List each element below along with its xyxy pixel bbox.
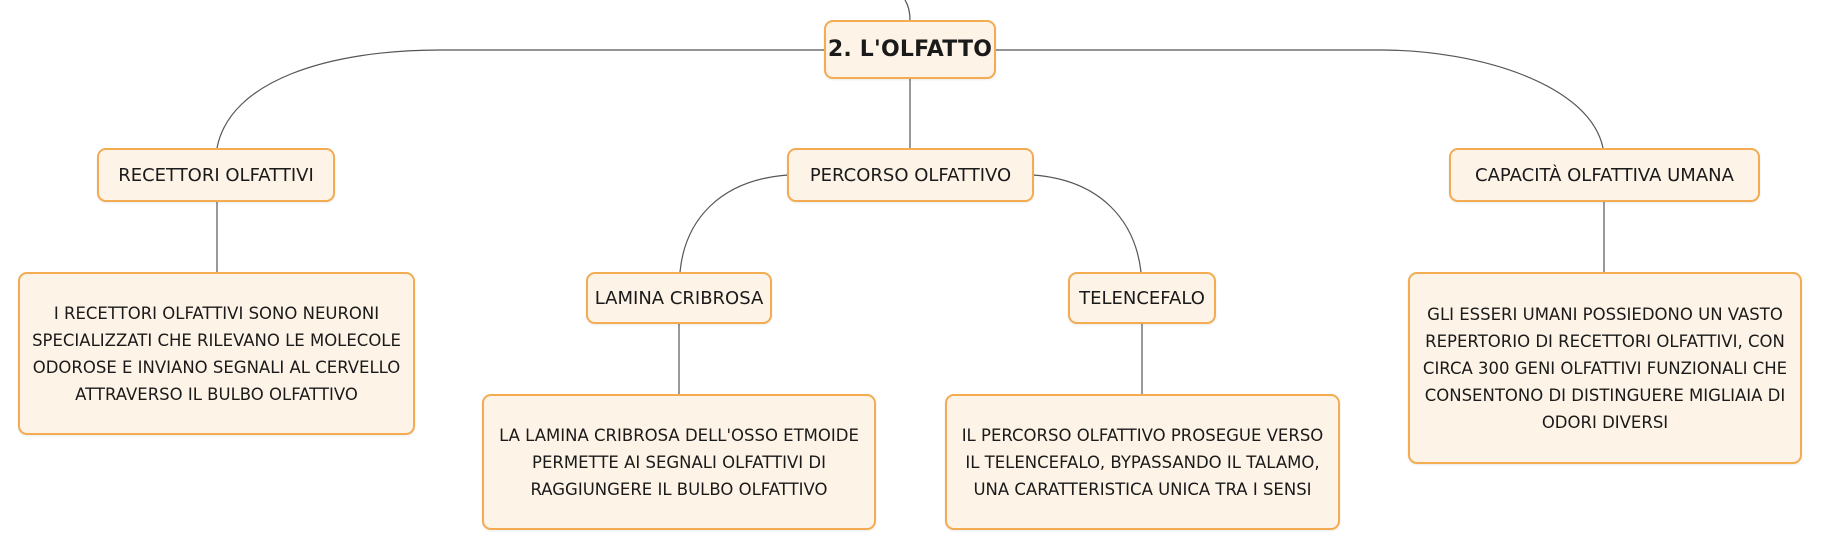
root-label: 2. L'OLFATTO — [827, 37, 993, 62]
topic-recettori-label: RECETTORI OLFATTIVI — [118, 164, 314, 186]
connector-percorso-to-lamina — [679, 174, 789, 273]
connector-root-to-capacita — [996, 49, 1604, 149]
topic-capacita-label: CAPACITÀ OLFATTIVA UMANA — [1475, 164, 1734, 186]
topic-capacita-olfattiva[interactable]: CAPACITÀ OLFATTIVA UMANA — [1449, 148, 1760, 202]
detail-telencefalo-text: IL PERCORSO OLFATTIVO PROSEGUE VERSO IL … — [961, 425, 1324, 499]
topic-telencefalo[interactable]: TELENCEFALO — [1068, 272, 1216, 324]
detail-capacita-text: GLI ESSERI UMANI POSSIEDONO UN VASTO REP… — [1422, 304, 1788, 432]
topic-lamina-label: LAMINA CRIBROSA — [594, 287, 764, 309]
detail-recettori[interactable]: I RECETTORI OLFATTIVI SONO NEURONI SPECI… — [18, 272, 415, 435]
detail-lamina-text: LA LAMINA CRIBROSA DELL'OSSO ETMOIDE PER… — [499, 425, 859, 499]
topic-percorso-olfattivo[interactable]: PERCORSO OLFATTIVO — [787, 148, 1034, 202]
detail-capacita[interactable]: GLI ESSERI UMANI POSSIEDONO UN VASTO REP… — [1408, 272, 1802, 464]
detail-telencefalo[interactable]: IL PERCORSO OLFATTIVO PROSEGUE VERSO IL … — [945, 394, 1340, 530]
topic-recettori-olfattivi[interactable]: RECETTORI OLFATTIVI — [97, 148, 335, 202]
topic-telencefalo-label: TELENCEFALO — [1079, 287, 1205, 309]
connector-percorso-to-telencefalo — [1032, 174, 1142, 273]
detail-recettori-text: I RECETTORI OLFATTIVI SONO NEURONI SPECI… — [32, 303, 401, 404]
topic-percorso-label: PERCORSO OLFATTIVO — [809, 164, 1012, 186]
detail-lamina-cribrosa[interactable]: LA LAMINA CRIBROSA DELL'OSSO ETMOIDE PER… — [482, 394, 876, 530]
topic-lamina-cribrosa[interactable]: LAMINA CRIBROSA — [586, 272, 772, 324]
connector-root-to-recettori — [216, 49, 824, 149]
connector-parent-to-root — [904, 0, 911, 21]
root-node[interactable]: 2. L'OLFATTO — [824, 20, 996, 79]
